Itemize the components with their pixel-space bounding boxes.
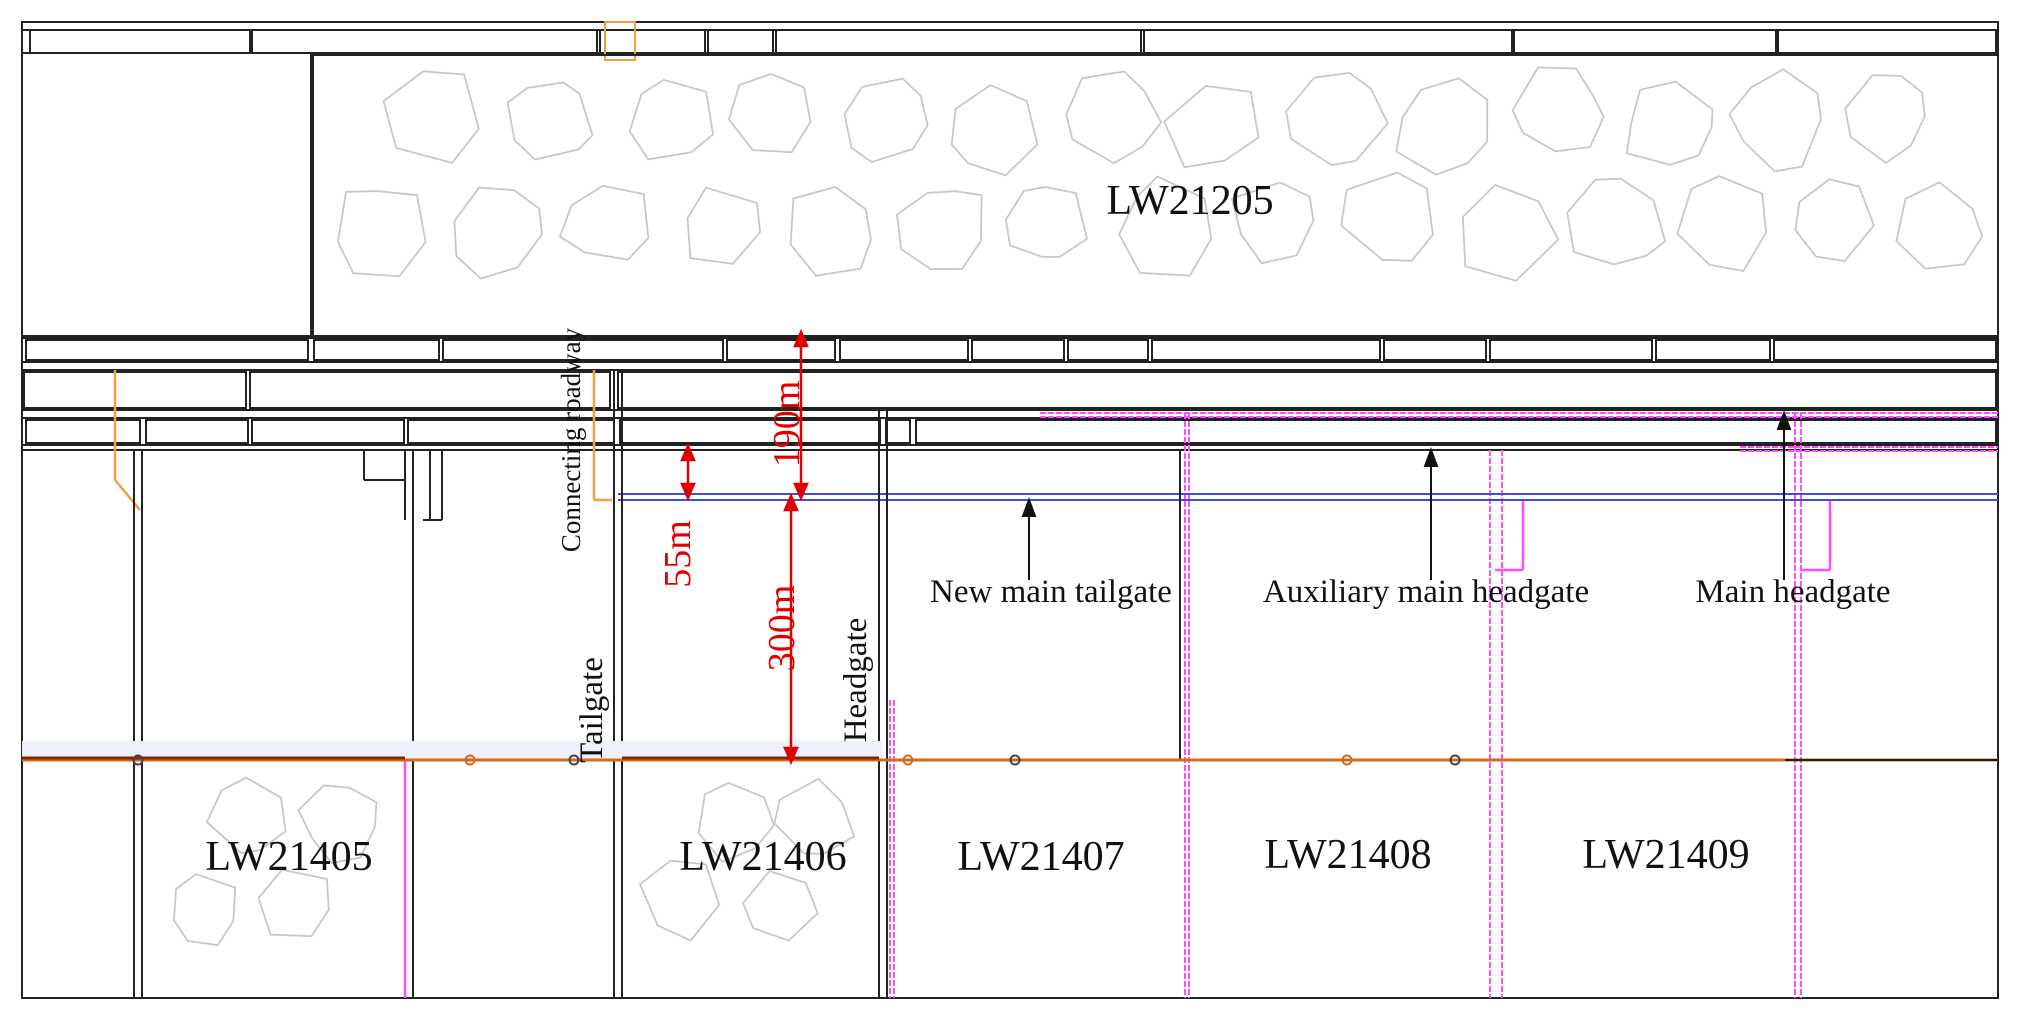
rock-fragment — [789, 186, 872, 277]
magenta-dashed-lines — [889, 412, 1998, 998]
dimension-55m: 55m — [657, 520, 699, 588]
rock-fragment — [336, 190, 427, 278]
label-connecting-roadway: Connecting roadway — [556, 327, 586, 552]
rock-fragment — [638, 859, 721, 942]
rock-fragment — [1065, 70, 1163, 165]
rock-fragment — [1461, 183, 1560, 282]
panel-label-lw21405: LW21405 — [205, 834, 372, 880]
rock-fragment — [1625, 80, 1714, 166]
rock-fragment — [558, 184, 650, 261]
rock-fragment — [506, 81, 594, 161]
label-headgate: Headgate — [838, 618, 874, 743]
dimension-190m: 190m — [766, 381, 808, 468]
rock-fragment — [950, 84, 1039, 177]
orange-roadways — [113, 370, 612, 511]
face-line — [22, 741, 1998, 766]
rock-fragment — [727, 72, 812, 154]
outer-frame — [21, 21, 1999, 999]
rock-fragment — [1163, 85, 1260, 169]
magenta-solid — [403, 500, 1832, 998]
panel-label-lw21205: LW21205 — [1106, 178, 1273, 224]
dimension-300m: 300m — [761, 585, 803, 672]
panel-label-lw21407: LW21407 — [957, 834, 1124, 880]
rock-fragment — [205, 776, 287, 855]
rock-fragment — [453, 186, 543, 280]
rock-fragment — [1895, 181, 1984, 270]
rock-fragment — [1230, 181, 1315, 265]
rock-fragment — [1676, 175, 1768, 272]
rock-fragment — [686, 186, 762, 265]
top-left-block — [21, 52, 312, 337]
dimension-arrows — [680, 328, 809, 766]
label-auxiliary-main-headgate: Auxiliary main headgate — [1263, 574, 1589, 610]
panel-label-lw21406: LW21406 — [679, 834, 846, 880]
label-tailgate: Tailgate — [574, 657, 610, 763]
panel-label-lw21408: LW21408 — [1264, 832, 1431, 878]
panel-label-lw21409: LW21409 — [1582, 832, 1749, 878]
rock-fragment — [1285, 71, 1389, 167]
rock-fragment — [1844, 74, 1926, 165]
rock-fragment — [697, 781, 776, 863]
rock-fragment — [1395, 77, 1489, 176]
label-main-headgate: Main headgate — [1695, 574, 1890, 610]
rock-hatch-top — [336, 66, 1984, 282]
panel-lw21205 — [312, 54, 1999, 337]
rock-fragment — [773, 777, 856, 855]
rock-fragment — [1004, 186, 1089, 258]
blue-tailgate-line — [618, 493, 1998, 501]
rock-fragment — [172, 873, 237, 947]
rock-fragment — [382, 70, 480, 164]
label-new-main-tailgate: New main tailgate — [930, 574, 1172, 610]
rock-hatch-bottom — [172, 776, 856, 947]
rock-fragment — [843, 77, 929, 163]
rock-fragment — [1728, 68, 1822, 173]
panel-roadways — [133, 370, 1181, 998]
mid-roadway — [22, 337, 1998, 451]
rock-fragment — [1340, 171, 1434, 262]
rock-fragment — [297, 784, 378, 864]
rock-fragment — [1118, 175, 1213, 277]
top-roadway — [22, 29, 1998, 54]
rock-fragment — [1794, 178, 1875, 262]
rock-fragment — [1566, 177, 1667, 266]
rock-fragment — [741, 870, 819, 942]
pointer-arrows — [1021, 410, 1792, 580]
rock-fragment — [257, 868, 330, 938]
orange-connector-top — [604, 21, 636, 61]
rock-fragment — [1511, 66, 1605, 153]
rock-fragment — [628, 78, 714, 161]
rock-fragment — [896, 190, 983, 271]
